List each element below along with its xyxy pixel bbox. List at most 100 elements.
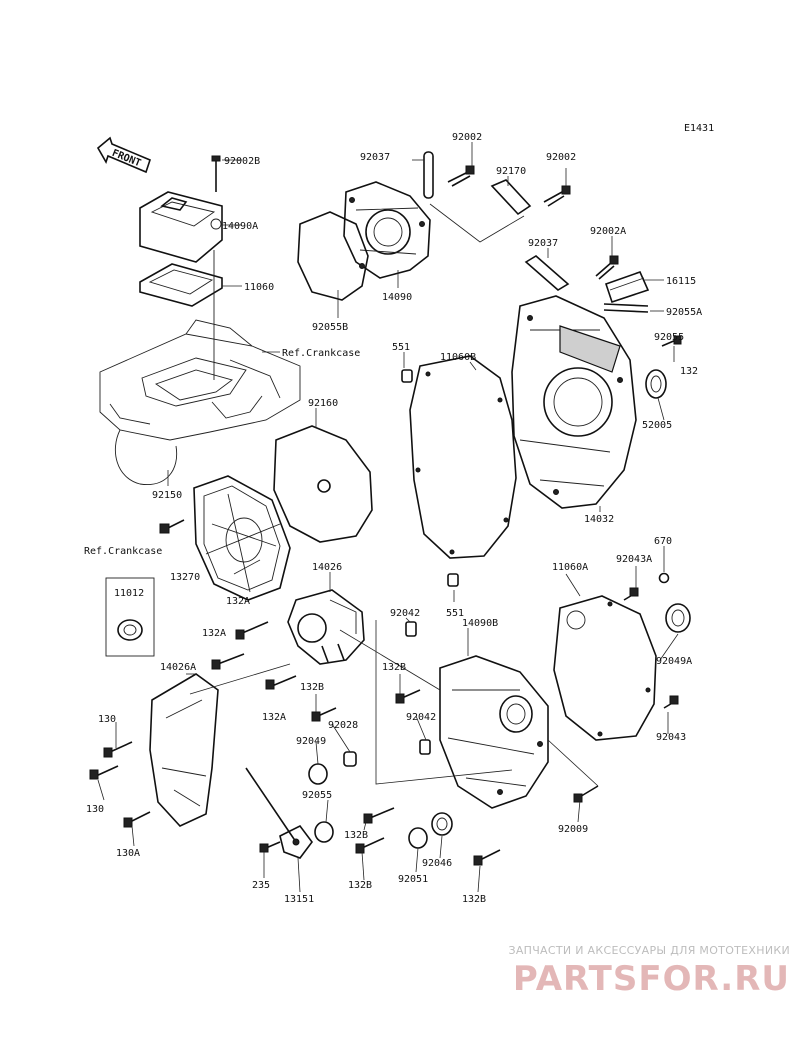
label-132B-c: 132B <box>344 830 368 841</box>
label-235: 235 <box>252 880 270 891</box>
cover-14090B <box>439 655 549 809</box>
diagram-code: E1431 <box>684 123 714 134</box>
bolt-92002-a <box>447 165 475 187</box>
bolt-132-top <box>661 335 682 347</box>
part-labels: 92002B 14090A 11060 Ref.Crankcase 92037 … <box>84 132 702 905</box>
label-132A-c: 132A <box>262 712 286 723</box>
label-14090B: 14090B <box>462 618 498 629</box>
label-ref-crankcase-left: Ref.Crankcase <box>84 546 162 557</box>
label-132B-b: 132B <box>300 682 324 693</box>
label-92037-top: 92037 <box>360 152 390 163</box>
leader-lines <box>97 142 679 893</box>
pin-92037-top <box>423 151 434 199</box>
label-13270: 13270 <box>170 572 200 583</box>
label-92037-mid: 92037 <box>528 238 558 249</box>
oil-seal-92049 <box>308 763 328 785</box>
bolt-130-b <box>89 765 119 780</box>
label-92002A: 92002A <box>590 226 626 237</box>
label-92049A: 92049A <box>656 656 692 667</box>
label-130A: 130A <box>116 848 140 859</box>
label-14026: 14026 <box>312 562 342 573</box>
o-ring-92055A <box>603 303 649 313</box>
bearing-92046 <box>431 812 453 836</box>
watermark-brand: PARTSFOR.RU <box>512 959 790 999</box>
label-92051: 92051 <box>398 874 428 885</box>
label-132-top: 132 <box>680 366 698 377</box>
label-52005: 52005 <box>642 420 672 431</box>
label-11060: 11060 <box>244 282 274 293</box>
label-130-a: 130 <box>98 714 116 725</box>
label-14090: 14090 <box>382 292 412 303</box>
cover-13270 <box>193 475 291 601</box>
screw-13151 <box>259 841 281 853</box>
pin-92037-mid <box>524 255 570 291</box>
label-92042-b: 92042 <box>406 712 436 723</box>
label-11060A: 11060A <box>552 562 588 573</box>
label-11060B: 11060B <box>440 352 476 363</box>
gasket-92160 <box>273 425 373 543</box>
label-132B-a: 132B <box>382 662 406 673</box>
seal-11012-box <box>105 577 155 657</box>
label-670: 670 <box>654 536 672 547</box>
bolt-130A <box>123 811 151 828</box>
seal-92051 <box>408 827 428 849</box>
bolt-92043A <box>623 587 639 601</box>
bolt-92043 <box>663 695 679 709</box>
label-11012: 11012 <box>114 588 144 599</box>
label-132B-e: 132B <box>462 894 486 905</box>
crankcase-reference <box>99 250 301 485</box>
front-arrow: FRONT <box>96 136 151 174</box>
bolt-92150 <box>159 519 185 534</box>
label-14026A: 14026A <box>160 662 196 673</box>
gasket-11060 <box>139 263 223 307</box>
bolt-132B-c <box>363 807 395 824</box>
label-16115: 16115 <box>666 276 696 287</box>
watermark: ЗАПЧАСТИ И АКСЕССУАРЫ ДЛЯ МОТОТЕХНИКИ PA… <box>470 944 790 999</box>
lever-13151 <box>279 824 313 859</box>
label-92049: 92049 <box>296 736 326 747</box>
dowel-551-top <box>401 369 413 383</box>
bolt-130-a <box>103 741 133 758</box>
label-92046: 92046 <box>422 858 452 869</box>
front-label: FRONT <box>110 148 142 169</box>
watermark-tagline: ЗАПЧАСТИ И АКСЕССУАРЫ ДЛЯ МОТОТЕХНИКИ <box>508 944 790 957</box>
label-92002-b: 92002 <box>546 152 576 163</box>
dowel-551-bottom <box>447 573 459 587</box>
label-14032: 14032 <box>584 514 614 525</box>
label-92028: 92028 <box>328 720 358 731</box>
o-ring-92055-bottom <box>314 821 334 843</box>
gasket-92055B <box>297 211 369 301</box>
dowel-92170 <box>490 179 532 216</box>
label-13151: 13151 <box>284 894 314 905</box>
bolt-92009 <box>573 785 599 803</box>
label-130-b: 130 <box>86 804 104 815</box>
pin-92042-b <box>419 739 431 755</box>
bolt-92002A <box>595 255 619 280</box>
cover-14026A <box>149 673 219 827</box>
bolt-132A-b <box>211 653 245 670</box>
gasket-11060A <box>553 595 657 741</box>
label-132A-b: 132A <box>202 628 226 639</box>
reed-cover-14090A <box>139 155 223 263</box>
label-551-top: 551 <box>392 342 410 353</box>
o-ring-670 <box>658 572 670 584</box>
label-92043A: 92043A <box>616 554 652 565</box>
label-ref-crankcase-top: Ref.Crankcase <box>282 348 360 359</box>
oil-seal-52005 <box>645 369 667 399</box>
label-132A-a: 132A <box>226 596 250 607</box>
gasket-11060B <box>409 355 517 559</box>
cover-14090 <box>343 181 431 279</box>
label-92150: 92150 <box>152 490 182 501</box>
label-92002B: 92002B <box>224 156 260 167</box>
oil-seal-92049A <box>665 603 691 633</box>
bolt-92002-b <box>543 185 571 207</box>
label-132B-d: 132B <box>348 880 372 891</box>
label-92170: 92170 <box>496 166 526 177</box>
bolt-132A-c <box>265 675 297 690</box>
pin-92042-a <box>405 621 417 637</box>
rod-235 <box>245 767 297 843</box>
bolt-132A-a <box>235 621 269 640</box>
housing-14026 <box>287 589 365 665</box>
sleeve-92028 <box>343 751 357 767</box>
